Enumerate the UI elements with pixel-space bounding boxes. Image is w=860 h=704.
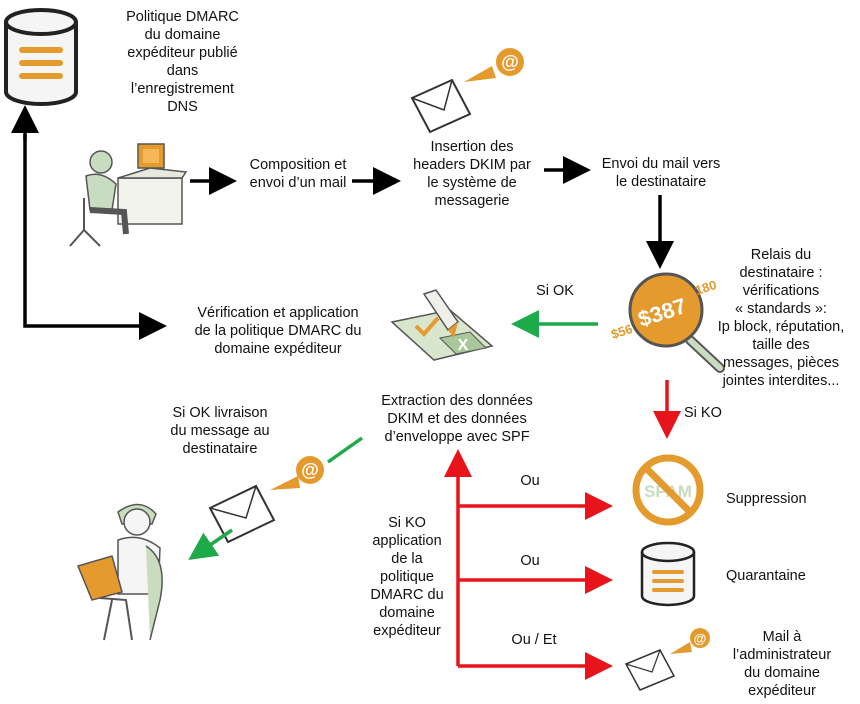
red-arrows [444, 380, 681, 680]
label-send: Envoi du mail vers le destinataire [601, 156, 721, 190]
black-arrows [10, 105, 674, 340]
svg-text:@: @ [301, 460, 319, 480]
svg-text:$56: $56 [609, 321, 634, 342]
label-dkim-insert: Insertion des headers DKIM par le systèm… [413, 139, 531, 209]
label-ou-2: Ou [520, 553, 540, 569]
svg-text:180: 180 [693, 277, 718, 298]
label-extract: Extraction des données DKIM et des donné… [381, 393, 533, 445]
label-si-ko-policy: Si KO application de la politique DMARC … [370, 515, 444, 639]
envelope-delivery-icon: @ [208, 456, 324, 544]
spam-prohibited-icon: SPAM [632, 454, 704, 526]
envelope-admin-icon: @ [624, 628, 710, 691]
label-relay: Relais du destinataire : vérifications «… [717, 247, 845, 389]
quarantine-database-icon [640, 541, 696, 607]
label-quarantaine: Quarantaine [726, 568, 806, 584]
label-ou-1: Ou [520, 473, 540, 489]
label-compose: Composition et envoi d’un mail [249, 157, 347, 191]
green-arrows [188, 310, 598, 560]
label-mail-admin: Mail à l’administrateur du domaine expéd… [732, 629, 832, 699]
label-si-ok-top: Si OK [536, 283, 574, 299]
sender-at-desk-icon [69, 143, 188, 247]
label-ou-et: Ou / Et [511, 632, 557, 648]
recipient-laptop-icon [76, 503, 163, 641]
label-suppression: Suppression [726, 491, 807, 507]
dns-database-icon [4, 8, 78, 106]
at-symbol-top: @ [501, 52, 519, 72]
envelope-at-icon-top: @ [410, 48, 524, 134]
label-deliver: Si OK livraison du message au destinatai… [170, 405, 270, 457]
svg-text:X: X [458, 337, 469, 354]
label-si-ko-top: Si KO [684, 405, 722, 421]
label-verify: Vérification et application de la politi… [194, 305, 362, 357]
label-dmarc-dns: Politique DMARC du domaine expéditeur pu… [126, 9, 239, 115]
svg-text:@: @ [694, 631, 707, 646]
magnifier-inspect-icon: $387 $56 180 [609, 272, 725, 373]
validation-pencil-icon: X [390, 289, 494, 361]
